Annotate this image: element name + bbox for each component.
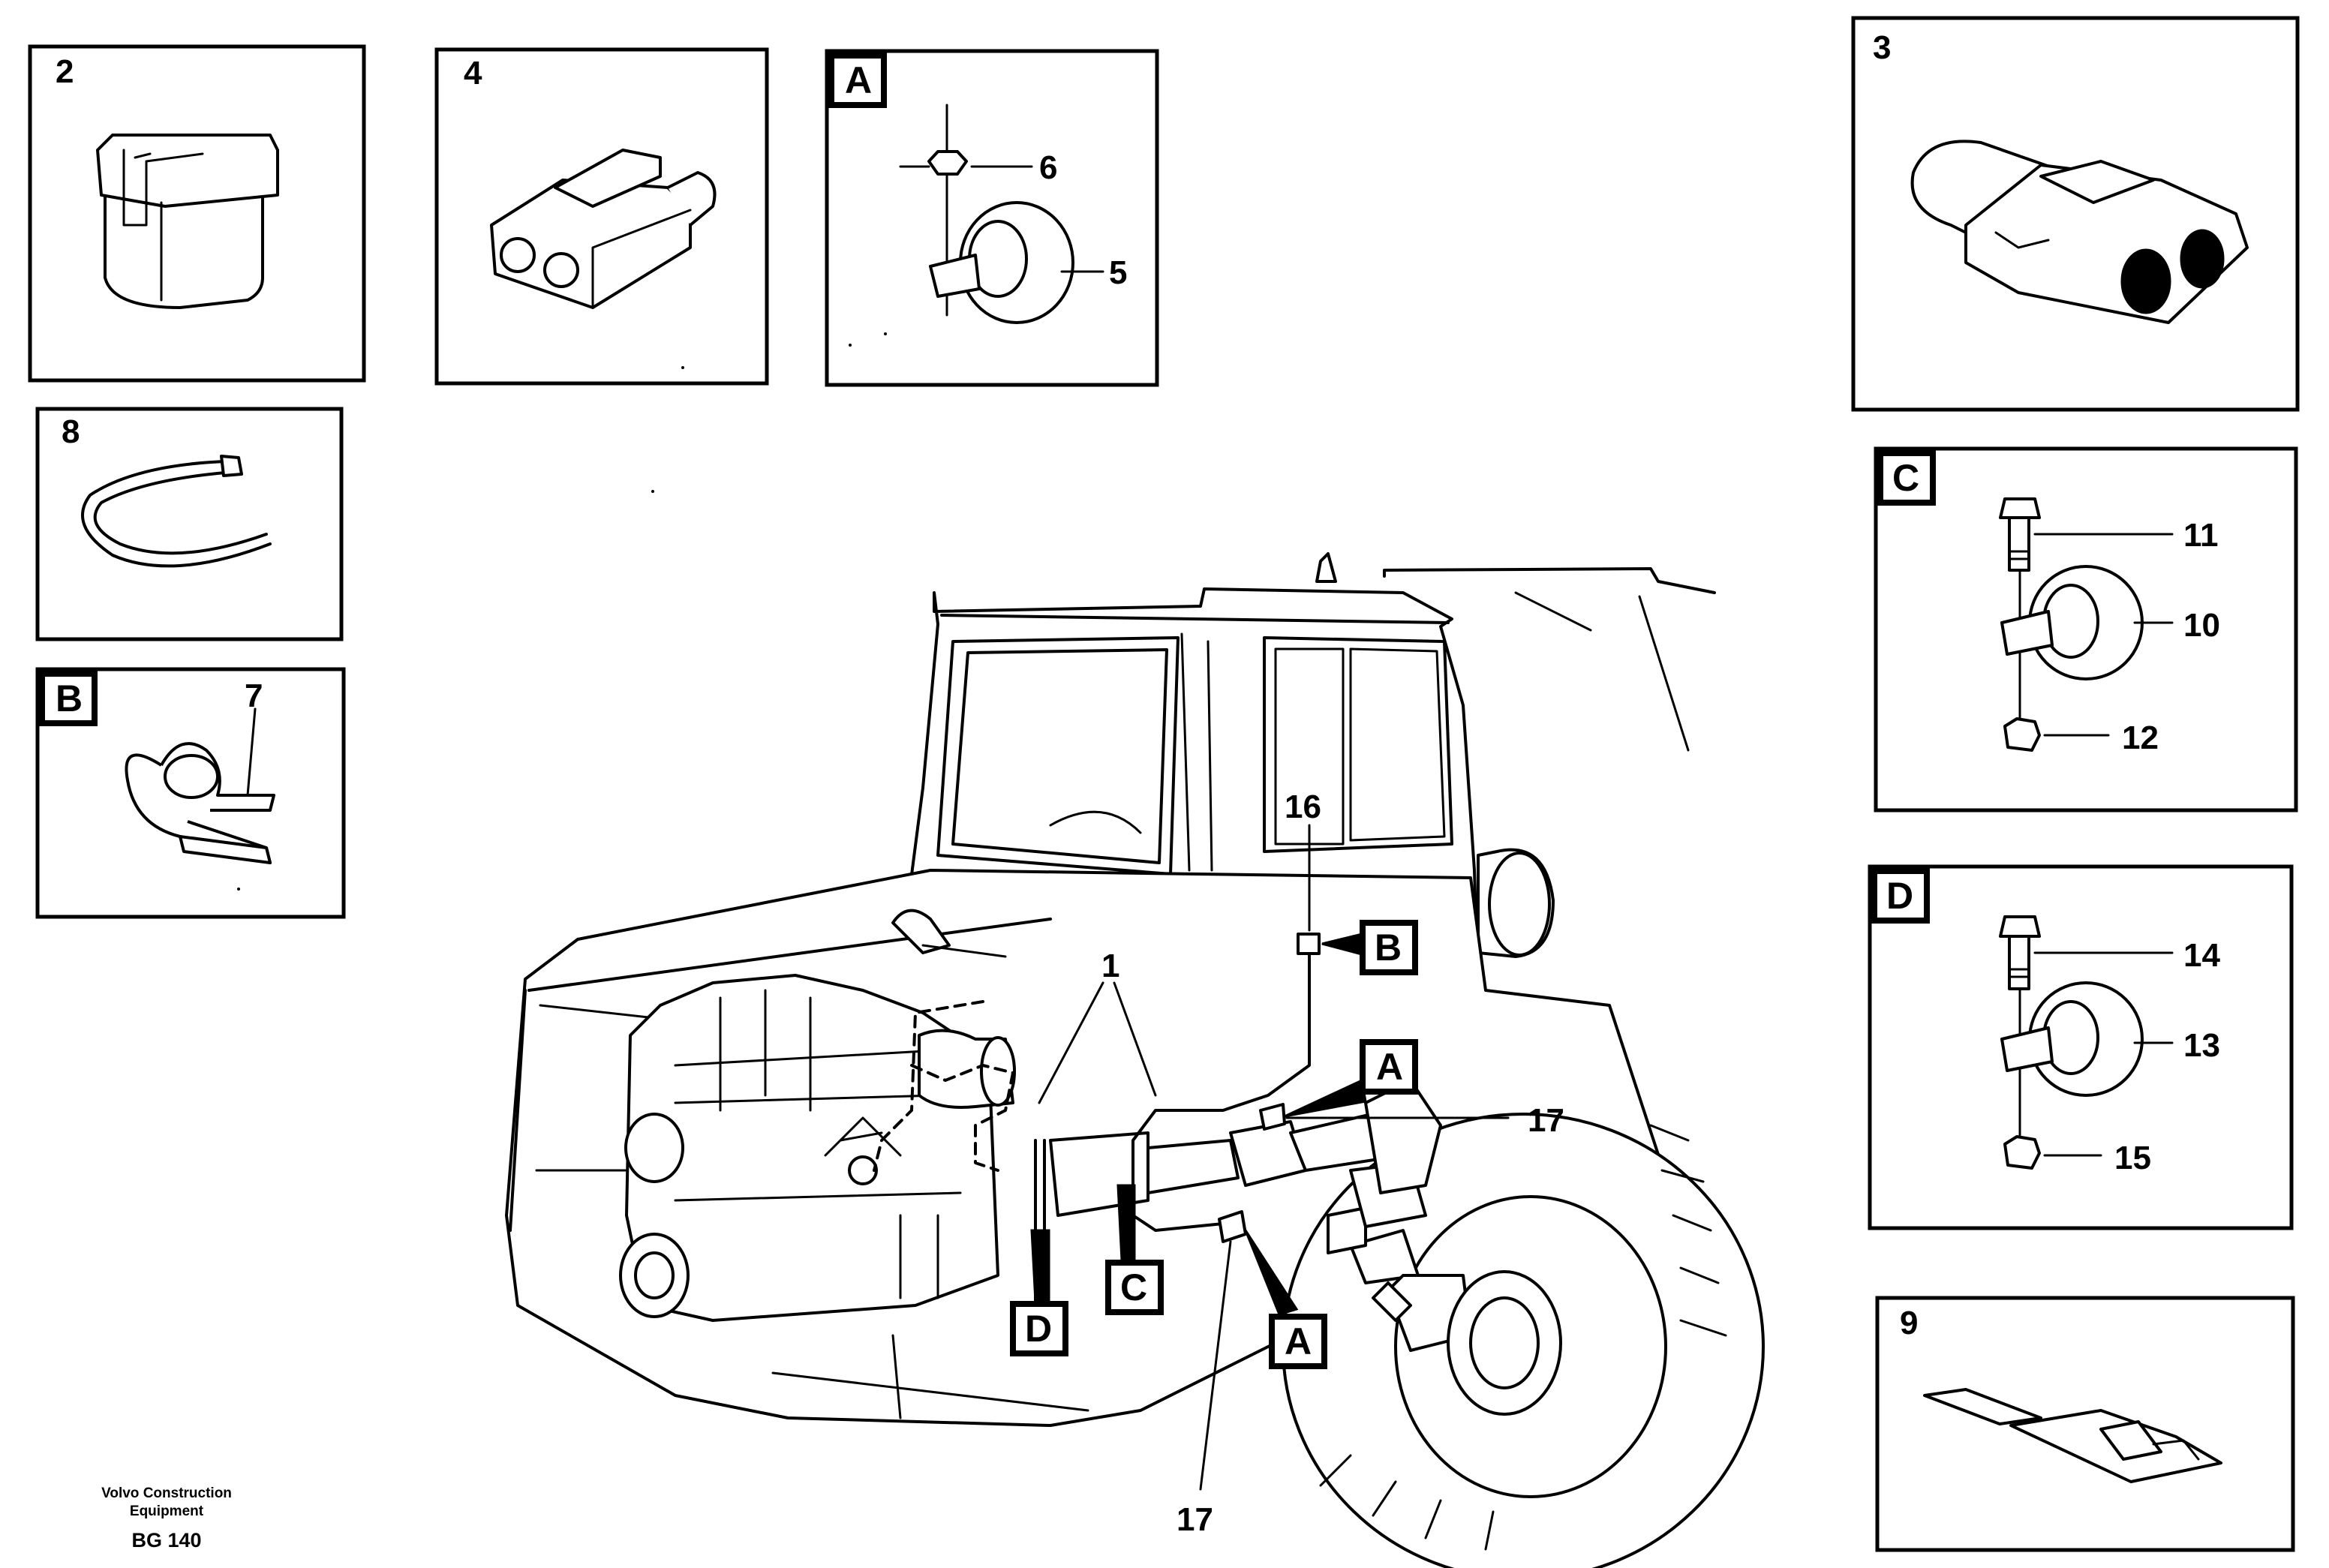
detail-panel-A: A 6 5	[825, 49, 1159, 387]
detail-panel-2: 2	[28, 44, 366, 383]
panel-8-frame	[35, 407, 344, 641]
transmission-block	[619, 909, 1007, 1322]
scan-specks	[237, 332, 887, 891]
panel-4-label: 4	[464, 55, 482, 92]
tag-C-pointer	[1116, 1184, 1136, 1262]
panel-B-label: B	[56, 677, 83, 719]
tag-C-label: C	[1120, 1266, 1147, 1308]
p-clamp-icon	[125, 707, 275, 864]
panel-2-label: 2	[56, 53, 74, 90]
tag-A-lower-pointer	[1244, 1230, 1299, 1316]
tag-D-pointer	[1030, 1229, 1050, 1303]
callout-1-label: 1	[1101, 948, 1119, 984]
detail-panel-B: B 7	[35, 667, 346, 919]
callout-17-upper-label: 17	[1528, 1102, 1564, 1139]
detail-panel-C: C 11 10 12	[1874, 446, 2298, 813]
cable-harness-dashed	[873, 1000, 1014, 1172]
clamp-bolt-assembly-icon	[1999, 497, 2144, 752]
part-13-label: 13	[2183, 1027, 2220, 1064]
propeller-shaft	[918, 1029, 1420, 1284]
axle-hub	[1349, 1079, 1562, 1416]
footer-brand-line2: Equipment	[130, 1503, 204, 1519]
panel-C-tag	[1877, 450, 1936, 506]
connector-housing-icon	[96, 134, 279, 309]
plug-connector-icon	[1910, 140, 2249, 324]
tag-B-label: B	[1375, 927, 1402, 969]
tag-A-lower-label: A	[1285, 1320, 1312, 1362]
machine-illustration	[505, 552, 1765, 1568]
side-light	[1477, 848, 1555, 958]
clip-17-upper	[1259, 1103, 1286, 1131]
panel-A-tag	[828, 53, 887, 108]
part-15-label: 15	[2114, 1140, 2151, 1176]
clip-17-lower	[1218, 1210, 1247, 1243]
panel-3-label: 3	[1873, 29, 1891, 66]
part-10-label: 10	[2183, 607, 2220, 644]
part-6-label: 6	[1039, 149, 1057, 186]
part-11-label: 11	[2183, 517, 2219, 554]
callout-16-label: 16	[1285, 789, 1321, 825]
main-callouts: 1 16 B A 17 A 17 C D	[1010, 789, 1564, 1538]
part-14-label: 14	[2183, 937, 2220, 974]
footer-brand: Volvo Construction Equipment BG 140	[101, 1485, 232, 1551]
clip-16	[1297, 933, 1321, 955]
clamp-with-nut-icon	[899, 104, 1074, 324]
detail-panel-8: 8	[35, 407, 344, 641]
cable-tie-icon	[81, 455, 272, 568]
tag-D-label: D	[1025, 1308, 1052, 1350]
cable-harness	[1131, 936, 1311, 1232]
panel-C-label: C	[1892, 457, 1919, 499]
panel-8-label: 8	[62, 413, 80, 450]
tag-D	[1010, 1301, 1068, 1356]
panel-A-label: A	[845, 59, 872, 101]
footer-model: BG 140	[131, 1529, 201, 1551]
detail-panel-D: D 14 13 15	[1868, 864, 2294, 1230]
detail-panel-4: 4	[434, 47, 769, 386]
tag-A-upper-label: A	[1376, 1046, 1403, 1088]
tag-A-upper	[1360, 1039, 1418, 1095]
two-pin-connector-icon	[490, 149, 717, 309]
panel-B-tag	[39, 671, 98, 726]
panel-D-tag	[1871, 868, 1930, 924]
strap-clip-icon	[1923, 1388, 2222, 1483]
detail-panel-9: 9	[1875, 1296, 2295, 1552]
part-12-label: 12	[2122, 719, 2159, 756]
part-5-label: 5	[1109, 254, 1127, 291]
part-7-label: 7	[245, 677, 263, 714]
panel-9-label: 9	[1900, 1305, 1918, 1341]
tag-A-lower	[1269, 1314, 1327, 1369]
leader-1b	[1113, 981, 1157, 1097]
tag-B	[1360, 920, 1418, 975]
footer-brand-line1: Volvo Construction	[101, 1485, 232, 1501]
panel-D-label: D	[1886, 875, 1913, 917]
callout-17-lower-label: 17	[1177, 1501, 1213, 1538]
leader-1a	[1038, 981, 1104, 1104]
detail-panel-3: 3	[1851, 16, 2300, 412]
clamp-bolt-assembly-icon	[1999, 915, 2144, 1170]
tag-C	[1105, 1260, 1164, 1315]
leader-17-lower	[1199, 1240, 1232, 1491]
